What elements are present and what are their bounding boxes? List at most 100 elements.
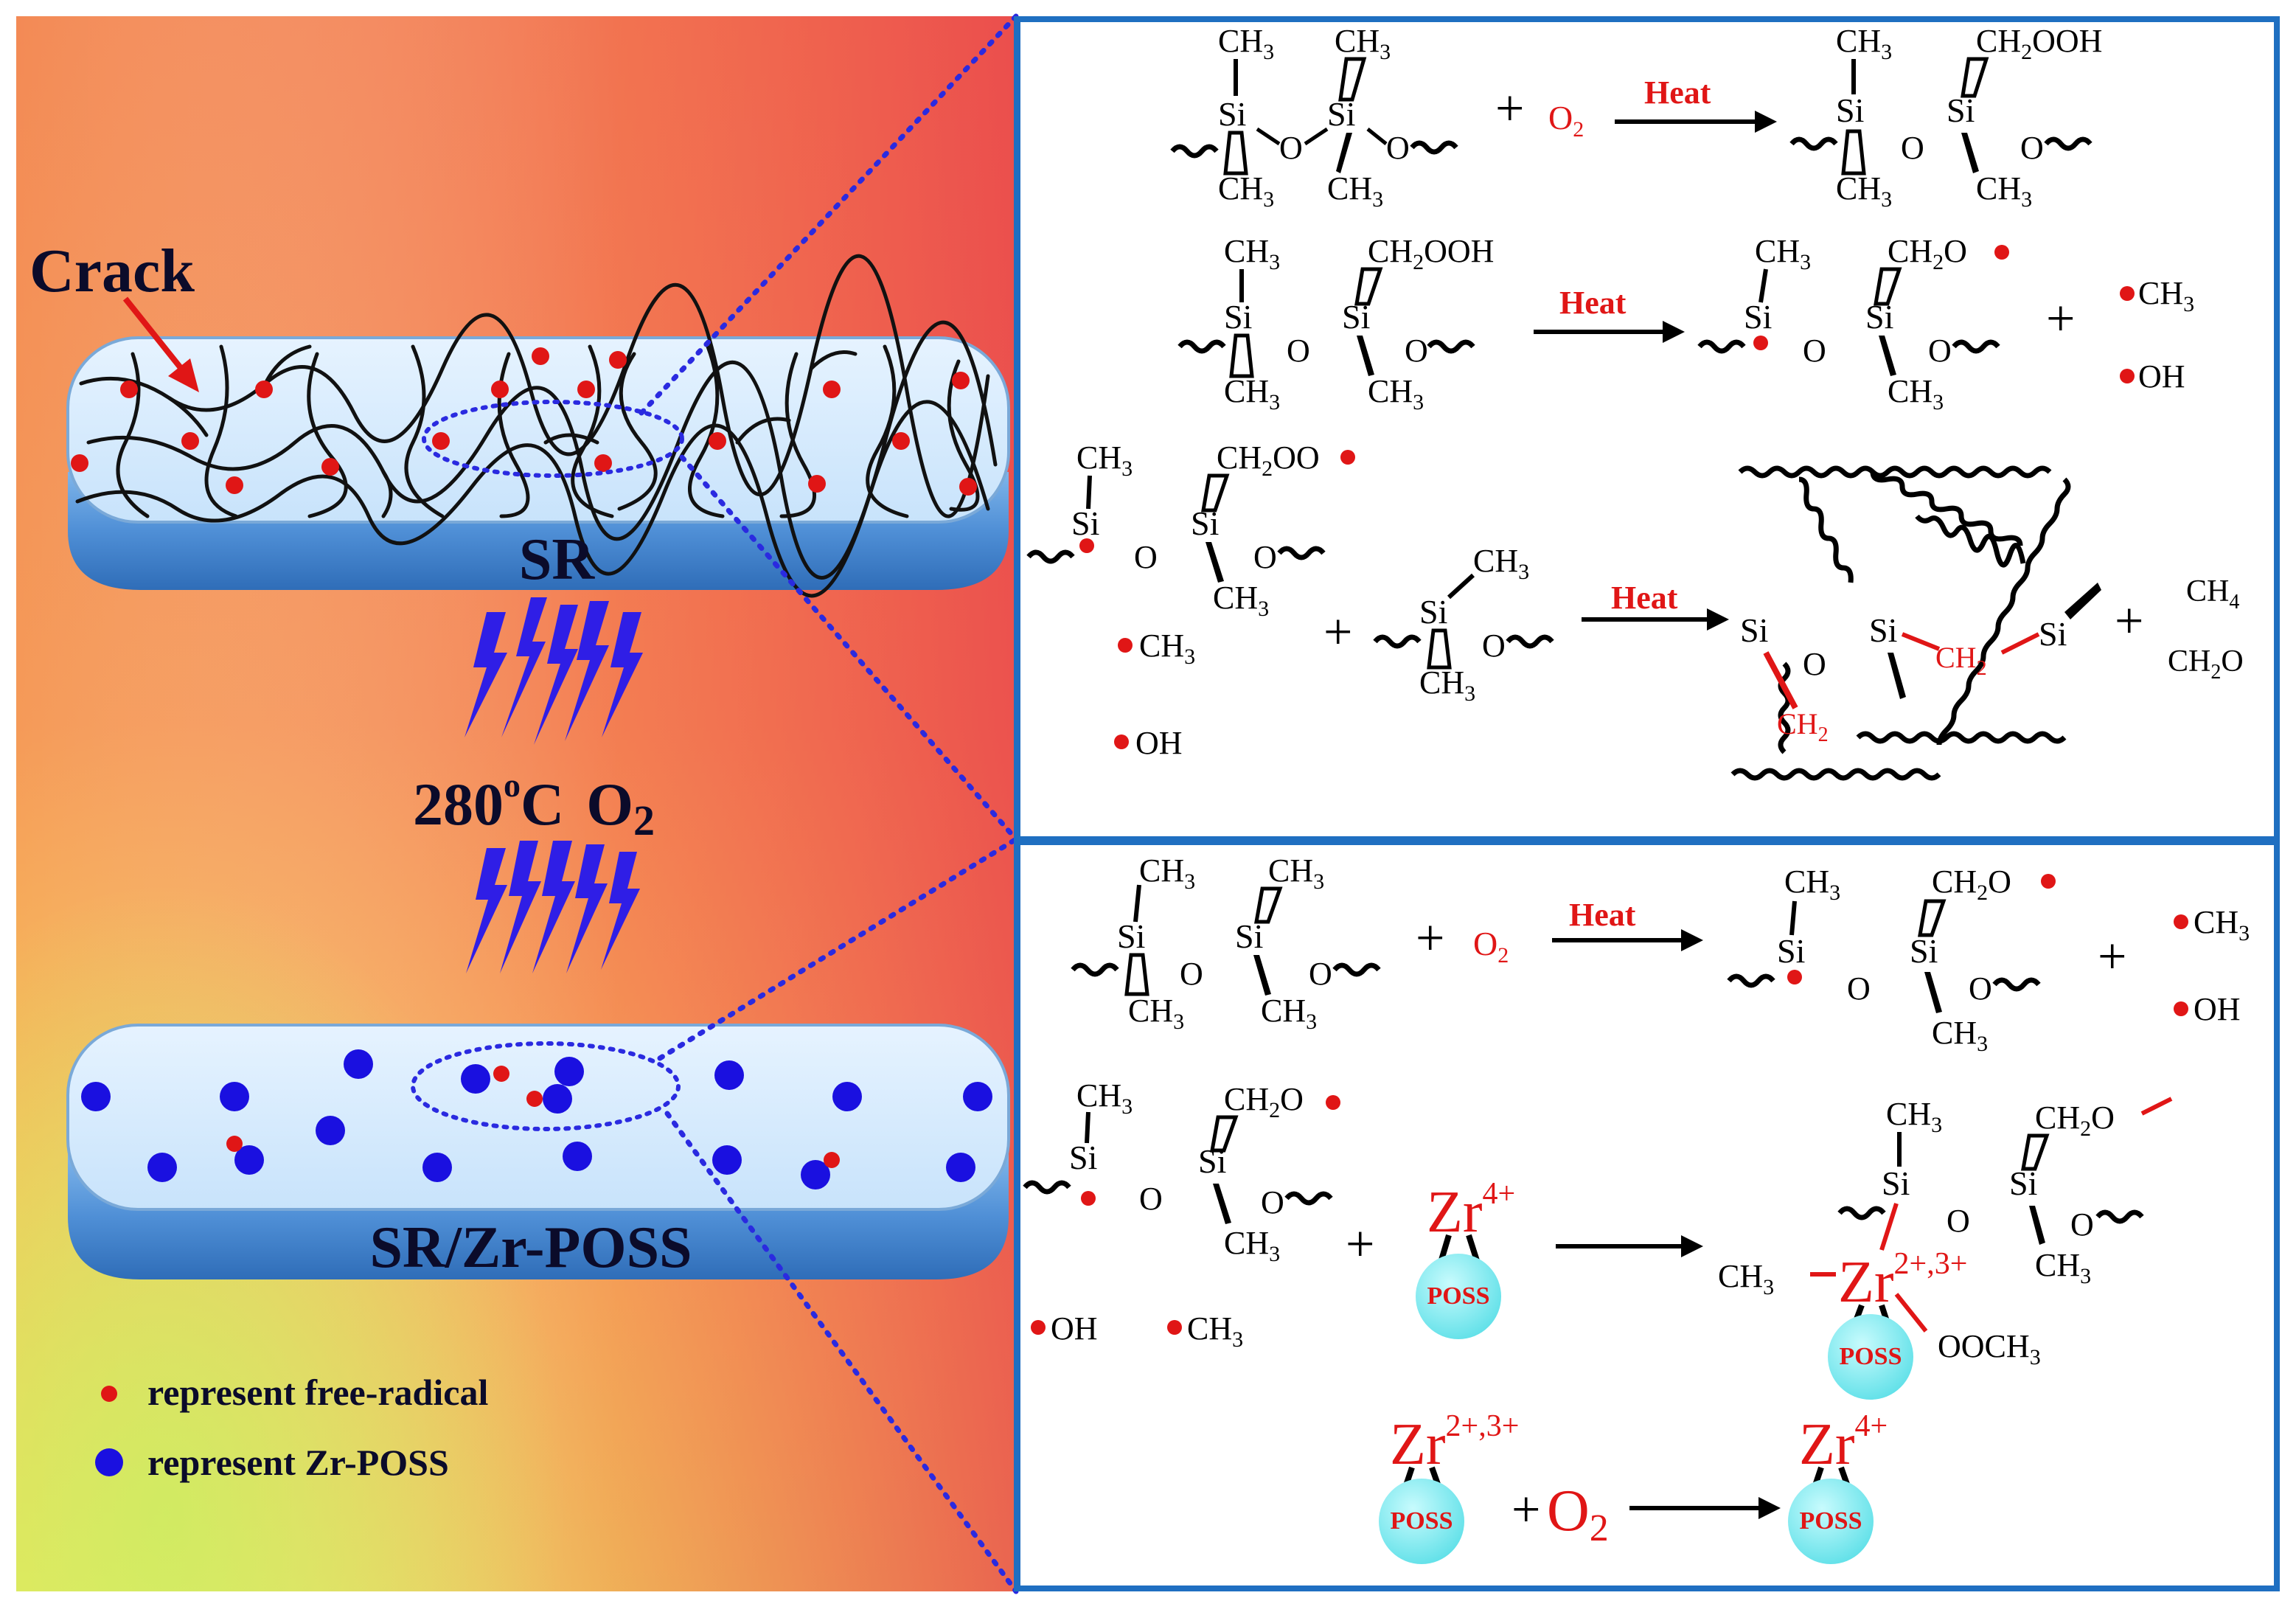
- svg-text:O: O: [1253, 539, 1277, 575]
- svg-text:Heat: Heat: [1569, 897, 1636, 933]
- radical-dot: [255, 381, 273, 398]
- svg-text:CH3: CH3: [1888, 373, 1944, 414]
- radical-dot: [226, 1136, 243, 1152]
- zoom-lines: [639, 13, 1019, 1594]
- zr-poss-dot: [563, 1142, 592, 1171]
- radical-dot: [493, 1066, 509, 1082]
- svg-text:Si: Si: [1777, 932, 1805, 970]
- svg-text:O: O: [1261, 1184, 1284, 1220]
- svg-text:O: O: [1139, 1181, 1163, 1217]
- svg-text:CH3: CH3: [1836, 170, 1892, 212]
- rxn4-product: Si CH3 O Si CH2O CH3 O: [1727, 864, 2056, 1056]
- condition-c: C: [521, 771, 564, 838]
- radical-dot: [321, 458, 339, 476]
- svg-text:CH3: CH3: [1932, 1015, 1988, 1056]
- svg-text:+: +: [1416, 910, 1444, 967]
- svg-text:CH3: CH3: [1076, 440, 1133, 481]
- svg-text:Si: Si: [1910, 932, 1938, 970]
- svg-text:CH3: CH3: [1718, 1258, 1774, 1299]
- radical-dot: [181, 432, 199, 450]
- rxn5-reactant: Si CH3 O Si CH2O CH3 O: [1023, 1077, 1340, 1266]
- svg-text:CH3: CH3: [1886, 1096, 1942, 1137]
- svg-text:POSS: POSS: [1390, 1507, 1453, 1535]
- svg-text:CH3: CH3: [2035, 1247, 2091, 1288]
- radical-dot: [432, 432, 450, 450]
- svg-text:Zr4+: Zr4+: [1427, 1177, 1515, 1245]
- svg-text:CH3: CH3: [1139, 852, 1195, 894]
- svg-text:O2: O2: [1473, 925, 1509, 968]
- svg-text:O: O: [1928, 333, 1952, 369]
- radical-dot: [892, 432, 910, 450]
- svg-text:CH2: CH2: [1935, 641, 1987, 680]
- plus-sign: +: [1495, 80, 1524, 137]
- svg-text:O: O: [1386, 130, 1410, 166]
- svg-text:CH3: CH3: [1187, 1310, 1243, 1352]
- lightning-bottom-icon: [466, 841, 640, 973]
- radical-dot: [526, 1091, 543, 1107]
- zr-poss-dot: [461, 1064, 490, 1094]
- svg-text:CH3: CH3: [1261, 993, 1317, 1034]
- sr-slab: SR: [66, 254, 1010, 598]
- svg-text:O: O: [1947, 1203, 1970, 1239]
- condition-temp: 280: [413, 771, 504, 838]
- radical-dot: [120, 381, 138, 398]
- svg-text:OH: OH: [1051, 1310, 1098, 1347]
- svg-text:Heat: Heat: [1611, 580, 1678, 616]
- svg-text:CH2O: CH2O: [1932, 864, 2011, 905]
- radical-dot: [532, 347, 549, 365]
- zr-poss-dot: [316, 1116, 345, 1145]
- o2-reagent: O2: [1548, 99, 1584, 142]
- radical-dot: [952, 372, 970, 389]
- crack-label: Crack: [29, 237, 195, 305]
- svg-text:CH2O: CH2O: [1224, 1081, 1304, 1122]
- crack-network: [75, 254, 998, 598]
- radical-dot: [824, 1152, 840, 1168]
- zr-poss-dot: [220, 1082, 249, 1111]
- radical-dot: [491, 381, 509, 398]
- svg-text:CH3: CH3: [1755, 233, 1811, 274]
- svg-text:Zr4+: Zr4+: [1799, 1409, 1888, 1477]
- svg-text:CH2: CH2: [1777, 707, 1829, 746]
- svg-text:Si: Si: [1224, 298, 1252, 336]
- svg-text:OH: OH: [2138, 358, 2185, 395]
- svg-text:+: +: [2098, 928, 2126, 985]
- svg-text:CH3: CH3: [1784, 864, 1840, 905]
- sr-zr-poss-slab: SR/Zr-POSS: [66, 1024, 1010, 1280]
- radical-dot: [609, 351, 627, 369]
- svg-text:Si: Si: [1117, 917, 1145, 955]
- svg-text:O: O: [1482, 628, 1506, 664]
- rxn3-crosslink-product: Si O Si CH2 Si CH2: [1730, 465, 2101, 781]
- zoom-ellipse-bottom: [411, 1041, 681, 1131]
- legend: represent free-radical represent Zr-POSS: [95, 1372, 488, 1483]
- svg-text:OH: OH: [2194, 991, 2241, 1027]
- zr-poss-dot: [543, 1084, 572, 1114]
- svg-text:CH3: CH3: [2194, 904, 2250, 945]
- zr-poss-dot: [81, 1082, 111, 1111]
- svg-text:Si: Si: [1882, 1164, 1910, 1202]
- lightning-top-icon: [465, 597, 643, 745]
- svg-text:CH2O: CH2O: [1888, 233, 1967, 274]
- svg-text:CH2OOH: CH2OOH: [1368, 233, 1494, 274]
- radical-dot: [594, 454, 612, 472]
- bottom-radical-dots: [226, 1066, 840, 1168]
- rxn4-reactant: Si CH3 CH3 O Si CH3 CH3 O: [1071, 852, 1381, 1034]
- svg-text:POSS: POSS: [1799, 1507, 1862, 1535]
- radical-dot: [709, 432, 726, 450]
- zr4-poss-reactant: Zr4+ POSS: [1416, 1177, 1515, 1339]
- svg-text:+: +: [1323, 604, 1352, 661]
- free-radical-dots: [71, 347, 977, 496]
- svg-text:O: O: [2020, 130, 2044, 166]
- rxn2-reactant: Si CH3 CH3 O Si CH2OOH CH3 O: [1177, 233, 1494, 414]
- svg-text:CH3: CH3: [1076, 1077, 1133, 1119]
- svg-text:Si: Si: [2039, 615, 2067, 653]
- svg-text:CH3: CH3: [1224, 233, 1280, 274]
- si-label: Si: [1218, 95, 1246, 133]
- svg-text:OOCH3: OOCH3: [1938, 1328, 2041, 1369]
- svg-text:+: +: [2046, 291, 2075, 347]
- svg-text:O: O: [1180, 956, 1203, 992]
- zoom-ellipse-top: [422, 400, 684, 478]
- svg-text:O: O: [2070, 1206, 2094, 1243]
- svg-text:CH3: CH3: [1327, 170, 1383, 212]
- svg-text:CH3: CH3: [1218, 170, 1274, 212]
